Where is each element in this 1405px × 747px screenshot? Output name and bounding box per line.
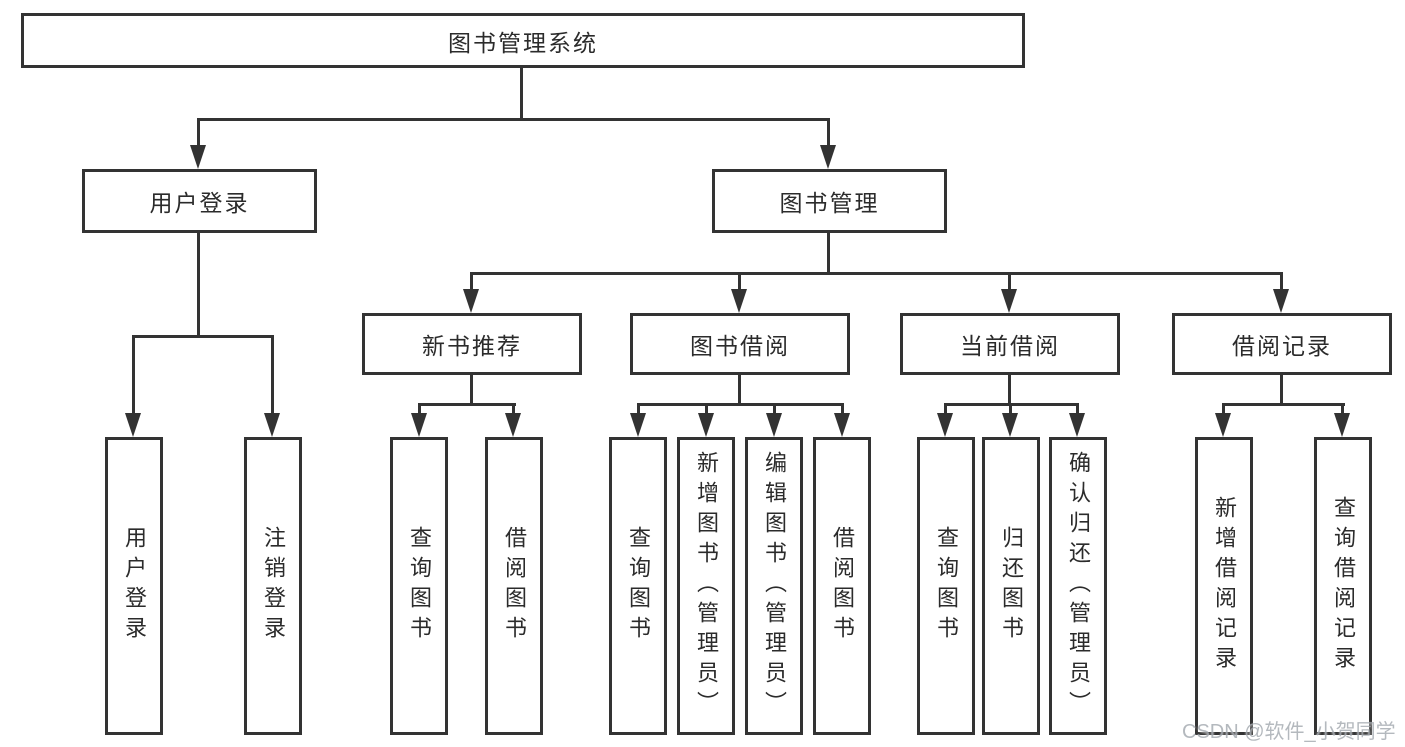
leaf-query-book-borrow: 查询图书 (609, 437, 667, 735)
node-book-borrow: 图书借阅 (630, 313, 850, 375)
leaf-user-login: 用户登录 (105, 437, 163, 735)
connector-line (132, 335, 274, 338)
node-borrow-record: 借阅记录 (1172, 313, 1392, 375)
node-book-management-label: 图书管理 (779, 190, 880, 216)
node-root: 图书管理系统 (21, 13, 1025, 68)
connector-line (512, 403, 515, 413)
arrow-down-icon (411, 413, 427, 437)
arrow-down-icon (731, 289, 747, 313)
leaf-label: 用户登录 (122, 526, 147, 646)
leaf-edit-book-admin: 编辑图书（管理员） (745, 437, 803, 735)
connector-line (841, 403, 844, 413)
arrow-down-icon (1273, 289, 1289, 313)
leaf-borrow-book-recommend: 借阅图书 (485, 437, 543, 735)
leaf-logout: 注销登录 (244, 437, 302, 735)
leaf-label: 新增图书（管理员） (694, 451, 719, 721)
leaf-label: 借阅图书 (830, 526, 855, 646)
node-current-borrow: 当前借阅 (900, 313, 1120, 375)
arrow-down-icon (1002, 413, 1018, 437)
connector-line (705, 403, 708, 413)
connector-line (738, 272, 741, 289)
leaf-query-book-recommend: 查询图书 (390, 437, 448, 735)
arrow-down-icon (834, 413, 850, 437)
connector-line (1008, 272, 1011, 289)
connector-line (637, 403, 640, 413)
leaf-label: 借阅图书 (502, 526, 527, 646)
connector-line (1008, 375, 1011, 403)
node-new-book-recommend-label: 新书推荐 (422, 333, 522, 359)
node-user-login-label: 用户登录 (149, 190, 250, 216)
arrow-down-icon (630, 413, 646, 437)
csdn-watermark: CSDN @软件_小贺同学 (1182, 721, 1396, 743)
leaf-label: 归还图书 (999, 526, 1024, 646)
connector-line (1341, 403, 1344, 413)
node-user-login: 用户登录 (82, 169, 317, 233)
connector-line (520, 68, 523, 118)
connector-line (271, 335, 274, 413)
leaf-add-book-admin: 新增图书（管理员） (677, 437, 735, 735)
connector-line (470, 272, 473, 289)
arrow-down-icon (1001, 289, 1017, 313)
node-root-label: 图书管理系统 (448, 29, 598, 56)
arrow-down-icon (463, 289, 479, 313)
connector-line (470, 375, 473, 403)
leaf-label: 查询图书 (626, 526, 651, 646)
arrow-down-icon (766, 413, 782, 437)
leaf-add-borrow-record: 新增借阅记录 (1195, 437, 1253, 735)
arrow-down-icon (937, 413, 953, 437)
connector-line (470, 272, 1283, 275)
node-book-borrow-label: 图书借阅 (690, 333, 790, 359)
connector-line (1222, 403, 1345, 406)
node-borrow-record-label: 借阅记录 (1232, 333, 1332, 359)
connector-line (132, 335, 135, 413)
leaf-confirm-return-admin: 确认归还（管理员） (1049, 437, 1107, 735)
connector-line (827, 118, 830, 145)
leaf-label: 查询借阅记录 (1331, 496, 1356, 676)
connector-line (944, 403, 947, 413)
connector-line (637, 403, 844, 406)
connector-line (773, 403, 776, 413)
connector-line (197, 118, 830, 121)
connector-line (1076, 403, 1079, 413)
connector-line (197, 233, 200, 335)
leaf-return-book: 归还图书 (982, 437, 1040, 735)
connector-line (197, 118, 200, 145)
connector-line (418, 403, 421, 413)
connector-line (1009, 403, 1012, 413)
arrow-down-icon (820, 145, 836, 169)
leaf-label: 查询图书 (407, 526, 432, 646)
connector-line (738, 375, 741, 403)
arrow-down-icon (264, 413, 280, 437)
leaf-borrow-book: 借阅图书 (813, 437, 871, 735)
leaf-label: 注销登录 (261, 526, 286, 646)
node-book-management: 图书管理 (712, 169, 947, 233)
arrow-down-icon (190, 145, 206, 169)
arrow-down-icon (1334, 413, 1350, 437)
leaf-query-book-current: 查询图书 (917, 437, 975, 735)
leaf-label: 查询图书 (934, 526, 959, 646)
connector-line (418, 403, 516, 406)
leaf-label: 确认归还（管理员） (1066, 451, 1091, 721)
connector-line (1222, 403, 1225, 413)
arrow-down-icon (698, 413, 714, 437)
connector-line (1280, 272, 1283, 289)
arrow-down-icon (1215, 413, 1231, 437)
connector-line (827, 233, 830, 272)
arrow-down-icon (125, 413, 141, 437)
connector-line (1280, 375, 1283, 403)
node-current-borrow-label: 当前借阅 (960, 333, 1060, 359)
leaf-query-borrow-record: 查询借阅记录 (1314, 437, 1372, 735)
leaf-label: 编辑图书（管理员） (762, 451, 787, 721)
node-new-book-recommend: 新书推荐 (362, 313, 582, 375)
leaf-label: 新增借阅记录 (1212, 496, 1237, 676)
arrow-down-icon (1069, 413, 1085, 437)
arrow-down-icon (505, 413, 521, 437)
